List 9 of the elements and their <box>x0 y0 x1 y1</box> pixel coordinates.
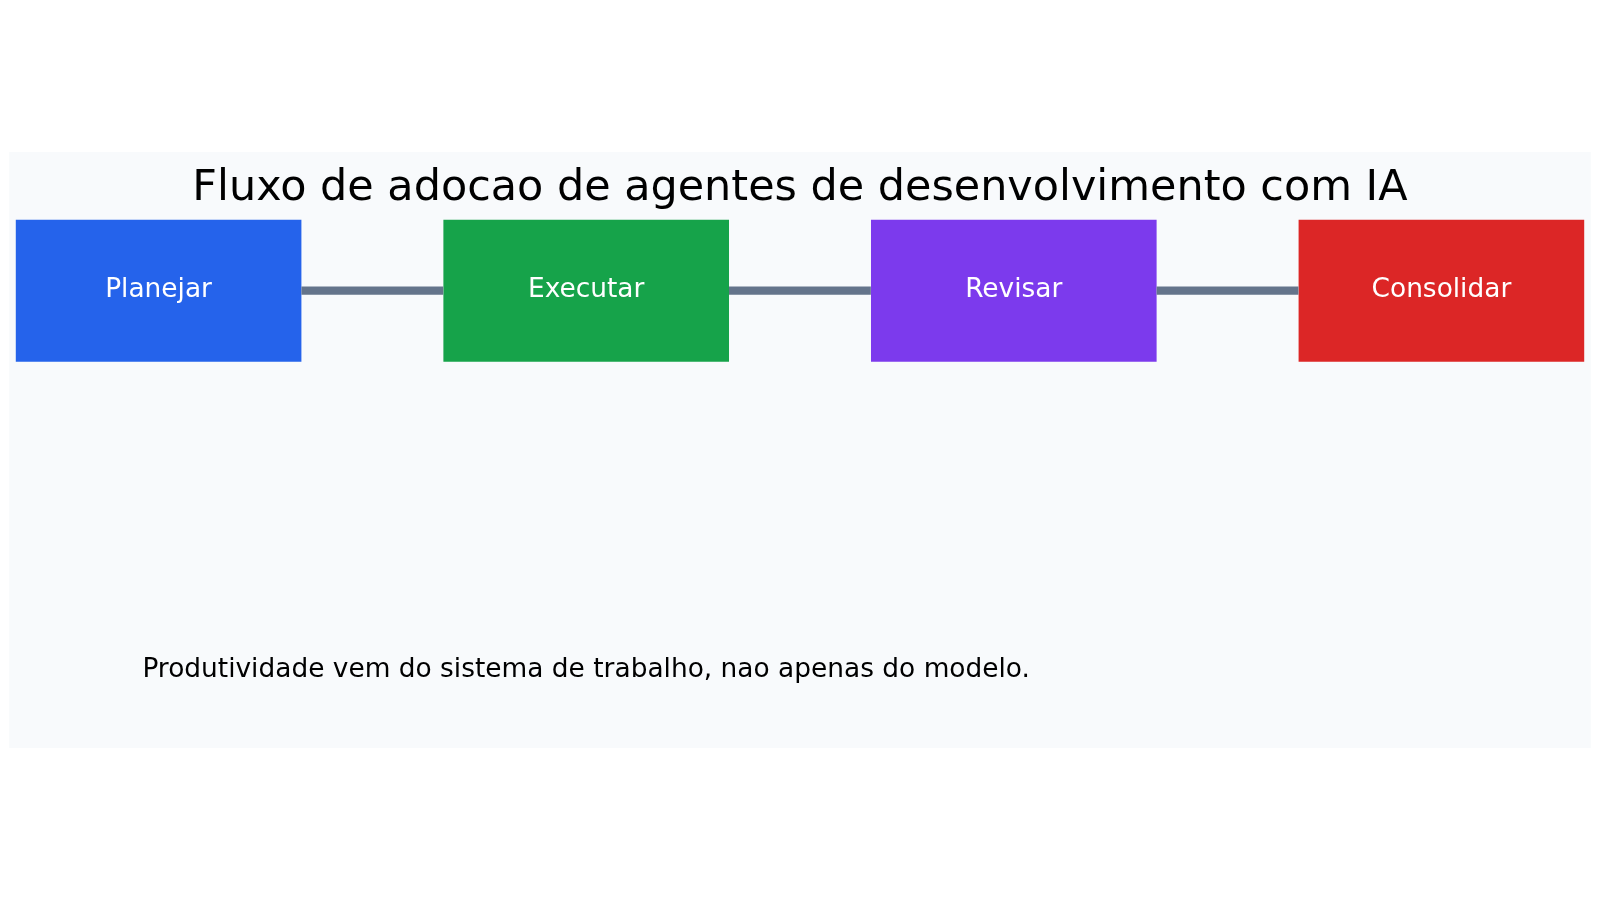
connector <box>301 286 444 295</box>
node-box: Executar <box>443 219 729 362</box>
node-box: Consolidar <box>1298 219 1585 362</box>
diagram-title: Fluxo de adocao de agentes de desenvolvimento com IA <box>192 159 1408 210</box>
connector <box>1156 286 1299 295</box>
node-box: Revisar <box>871 219 1157 362</box>
connector <box>729 286 871 295</box>
node-box: Planejar <box>15 219 302 362</box>
caption: Produtividade vem do sistema de trabalho, nao apenas do modelo. <box>142 651 1030 683</box>
